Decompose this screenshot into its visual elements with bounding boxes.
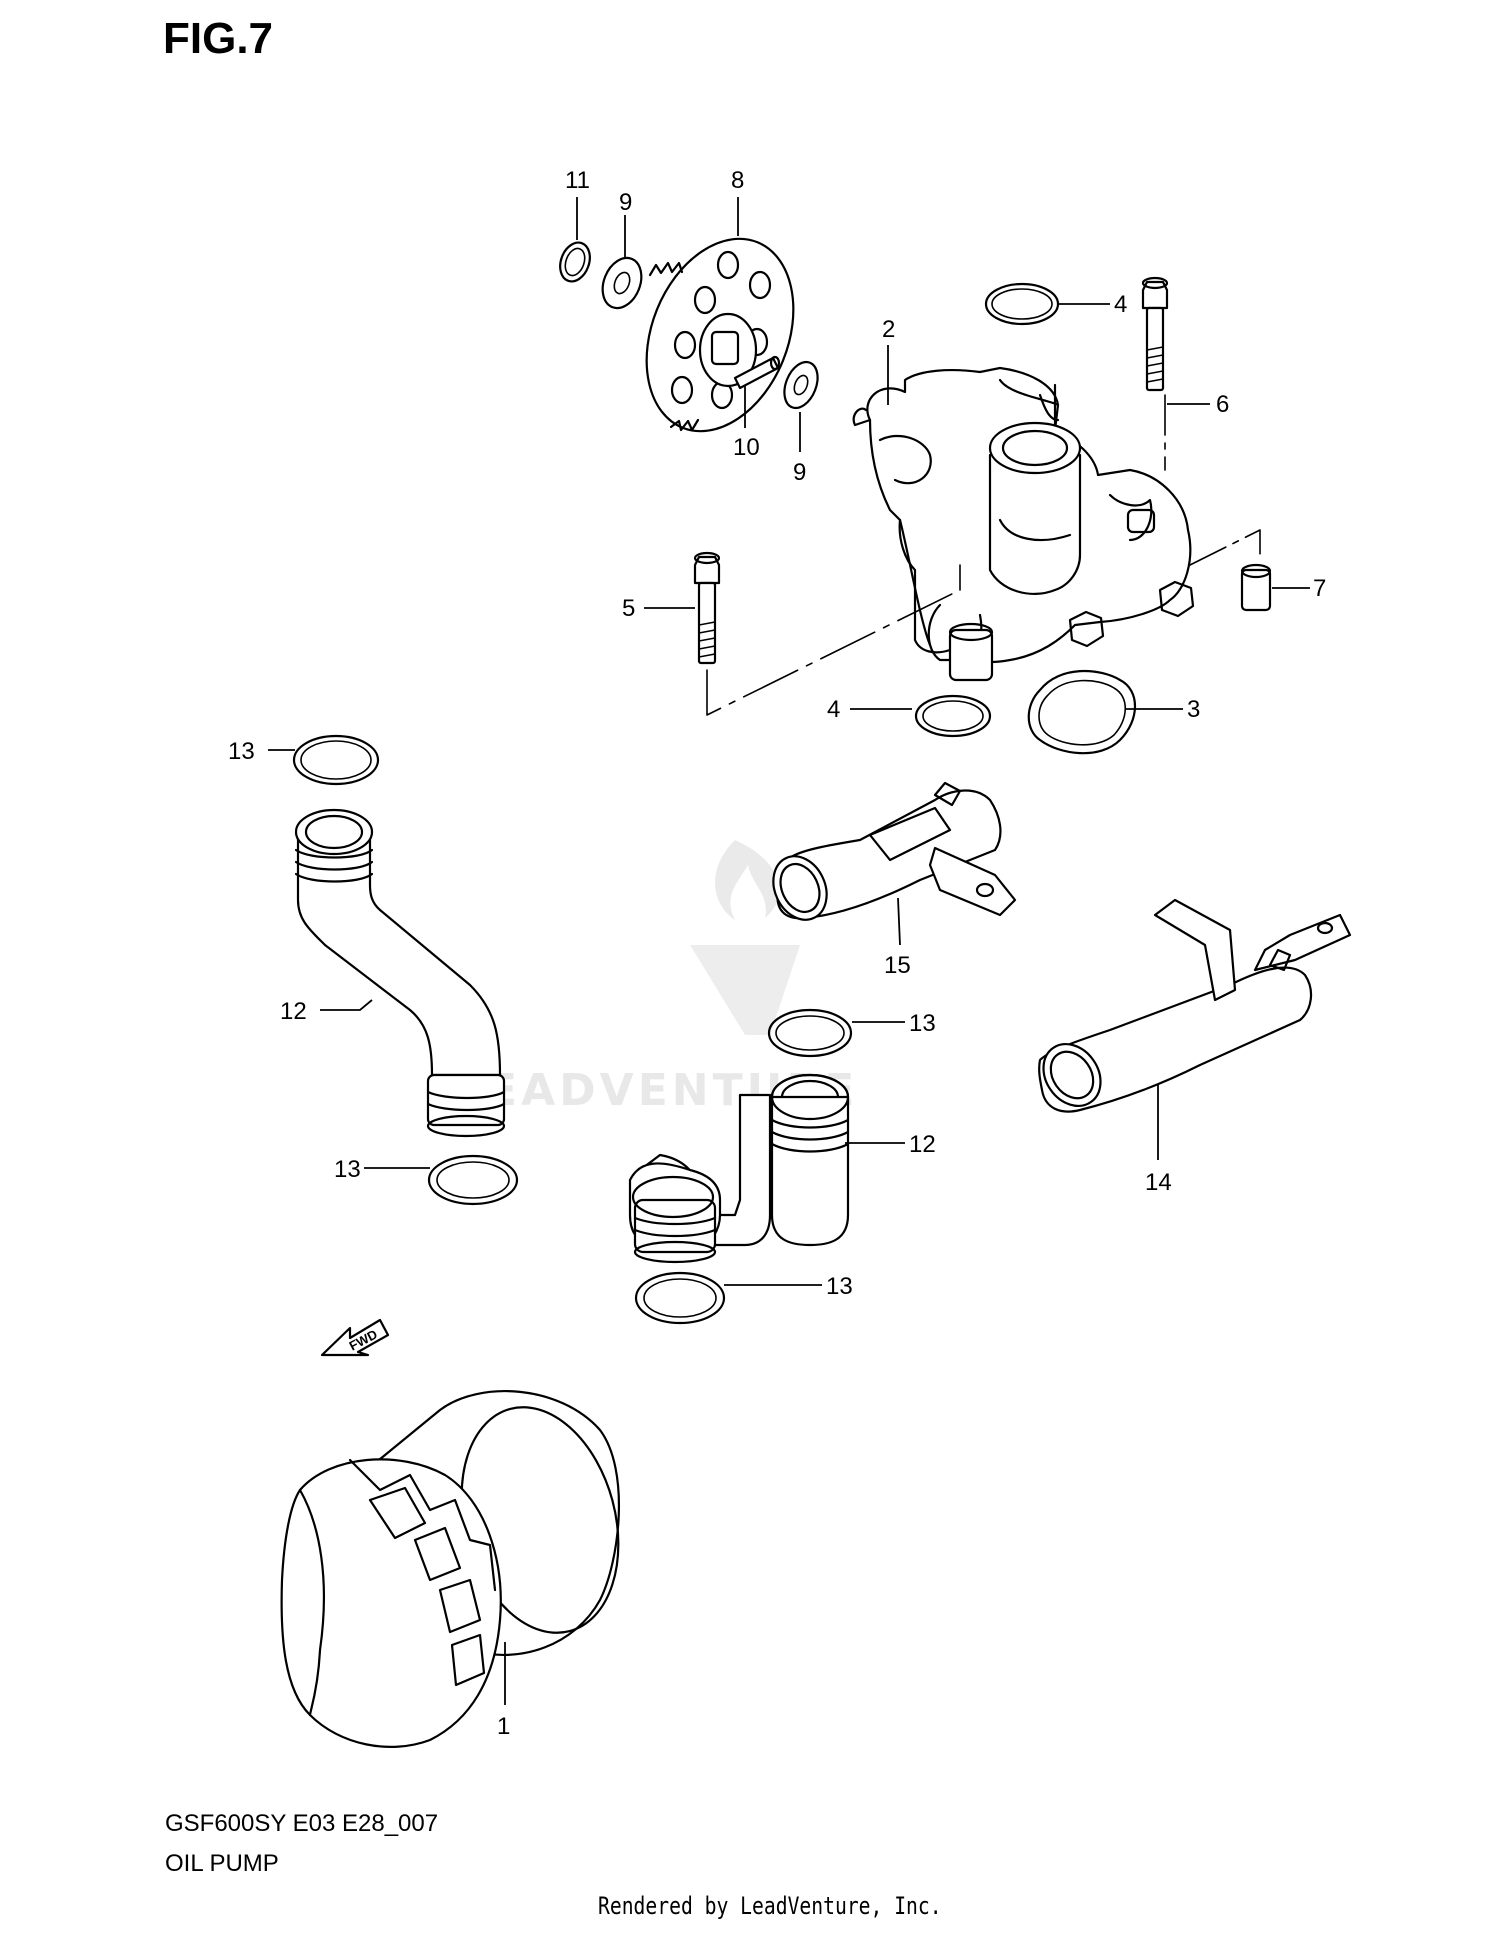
part-5-bolt[interactable]	[693, 551, 721, 665]
callout-11: 11	[565, 167, 590, 194]
figure-title: FIG.7	[163, 14, 274, 63]
part-9-washer-upper[interactable]	[596, 252, 649, 314]
fwd-arrow-icon: FWD	[320, 1318, 390, 1357]
part-8-driven-gear[interactable]	[619, 217, 820, 453]
leadventure-watermark: LEADVENTURE	[455, 840, 854, 1116]
callout-9-upper: 9	[619, 189, 632, 216]
part-12-oil-pipe-center[interactable]	[628, 1073, 850, 1264]
callout-4-upper: 4	[1114, 291, 1127, 318]
callout-13-lower-left: 13	[334, 1156, 361, 1183]
callout-15: 15	[884, 952, 911, 979]
part-14-oil-pipe-bracket[interactable]	[1032, 898, 1352, 1117]
section-name: OIL PUMP	[165, 1850, 279, 1877]
callout-1: 1	[497, 1713, 510, 1740]
part-4-o-ring-lower[interactable]	[914, 694, 992, 738]
part-11-circlip[interactable]	[555, 238, 595, 285]
part-13-o-ring-lower-left[interactable]	[427, 1154, 519, 1206]
part-1-oil-filter[interactable]	[280, 1390, 643, 1748]
part-7-dowel-pin[interactable]	[1240, 563, 1272, 612]
part-10-pin[interactable]	[733, 355, 781, 390]
callout-12-left: 12	[280, 998, 307, 1025]
callout-7: 7	[1313, 575, 1326, 602]
callout-8: 8	[731, 167, 744, 194]
part-13-o-ring-center-upper[interactable]	[767, 1008, 853, 1058]
part-3-gasket[interactable]	[1027, 670, 1136, 755]
part-15-oil-pipe-bracket[interactable]	[763, 781, 1017, 928]
callout-2: 2	[882, 316, 895, 343]
rendered-by-credit: Rendered by LeadVenture, Inc.	[598, 1892, 942, 1920]
part-6-bolt[interactable]	[1141, 276, 1169, 392]
part-13-o-ring-center-lower[interactable]	[634, 1271, 726, 1325]
callout-13-center-upper: 13	[909, 1010, 936, 1037]
part-12-oil-pipe-left[interactable]	[294, 808, 506, 1138]
callout-4-lower: 4	[827, 696, 840, 723]
callout-13-center-lower: 13	[826, 1273, 853, 1300]
alignment-lines	[706, 394, 1261, 716]
part-9-washer-lower[interactable]	[778, 357, 824, 413]
callout-14: 14	[1145, 1169, 1172, 1196]
callout-6: 6	[1216, 391, 1229, 418]
part-13-o-ring-upper-left[interactable]	[292, 734, 380, 786]
part-4-o-ring-upper[interactable]	[984, 282, 1060, 326]
callout-3: 3	[1187, 696, 1200, 723]
leader-lines	[268, 197, 1310, 1705]
callout-13-upper-left: 13	[228, 738, 255, 765]
callout-9-lower: 9	[793, 459, 806, 486]
model-code: GSF600SY E03 E28_007	[165, 1810, 439, 1837]
callout-12-center: 12	[909, 1131, 936, 1158]
callout-labels: 11 9 8 4 2 6 10 9 5 7 4 3 13 12 15 13 13…	[228, 167, 1326, 1740]
callout-5: 5	[622, 595, 635, 622]
callout-10: 10	[733, 434, 760, 461]
part-2-oil-pump-body[interactable]	[852, 366, 1195, 682]
